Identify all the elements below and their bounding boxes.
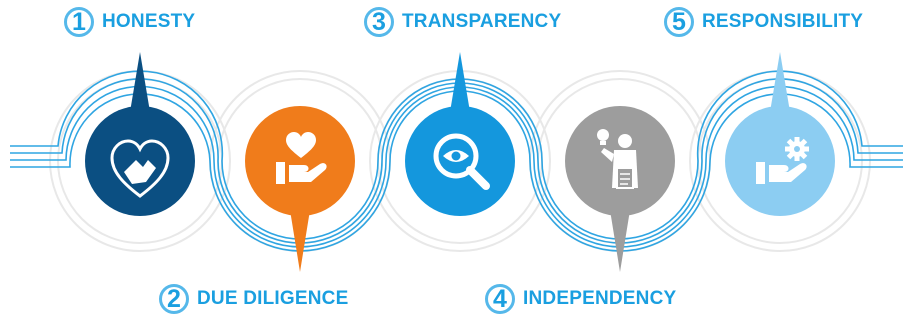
title-due-diligence: DUE DILIGENCE	[197, 288, 349, 309]
heart-hand-icon	[110, 139, 170, 198]
title-transparency: TRANSPARENCY	[402, 11, 562, 32]
title-honesty: HONESTY	[102, 11, 196, 32]
item-transparency	[405, 52, 515, 216]
honesty-pointer	[130, 52, 150, 112]
item-independency	[565, 106, 675, 272]
due-diligence-circle	[245, 106, 355, 216]
hand-giving-heart-icon	[276, 132, 327, 184]
label-honesty: 1 HONESTY	[64, 7, 195, 37]
badge-number-5: 5	[664, 7, 694, 37]
due-diligence-pointer	[290, 210, 310, 272]
label-due-diligence: 2 DUE DILIGENCE	[159, 284, 348, 314]
honesty-circle	[85, 106, 195, 216]
responsibility-circle	[725, 106, 835, 216]
badge-number-2: 2	[159, 284, 189, 314]
badge-number-3: 3	[364, 7, 394, 37]
magnifier-eye-icon	[433, 133, 490, 190]
label-independency: 4 INDEPENDENCY	[485, 284, 676, 314]
hand-gear-icon	[756, 137, 809, 184]
item-honesty	[85, 52, 195, 216]
badge-number-1: 1	[64, 7, 94, 37]
independency-pointer	[610, 210, 630, 272]
responsibility-pointer	[770, 52, 790, 112]
presenter-idea-icon	[597, 129, 638, 189]
item-due-diligence	[245, 106, 355, 272]
transparency-pointer	[450, 52, 470, 112]
label-transparency: 3 TRANSPARENCY	[364, 7, 561, 37]
badge-number-4: 4	[485, 284, 515, 314]
title-responsibility: RESPONSIBILITY	[702, 11, 864, 32]
item-responsibility	[725, 52, 835, 216]
title-independency: INDEPENDENCY	[523, 288, 677, 309]
label-responsibility: 5 RESPONSIBILITY	[664, 7, 863, 37]
